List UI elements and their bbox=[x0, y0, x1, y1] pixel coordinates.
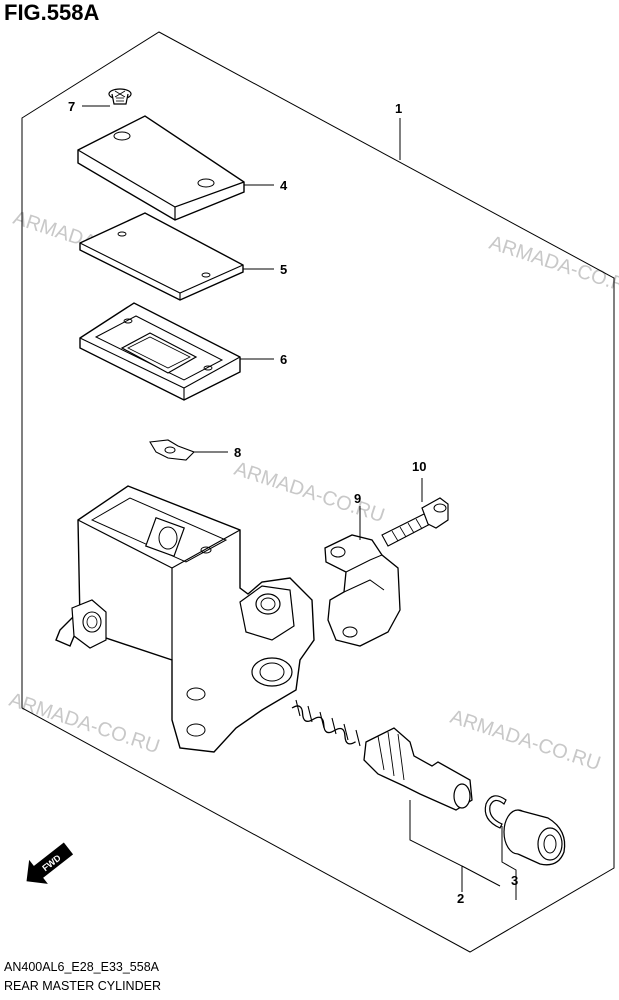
diaphragm-plate-part bbox=[79, 212, 244, 301]
leader-lines bbox=[82, 105, 423, 540]
forward-direction-arrow: FWD bbox=[26, 842, 74, 884]
spring-part bbox=[291, 699, 361, 747]
callout-label-7: 7 bbox=[68, 99, 75, 114]
circlip-part bbox=[484, 795, 507, 829]
watermark-text: ARMADA-CO.RU bbox=[6, 689, 162, 758]
clip-part bbox=[149, 439, 195, 461]
watermarks: ARMADA-CO.RU ARMADA-CO.RU ARMADA-CO.RU A… bbox=[6, 207, 619, 775]
assembly-outline bbox=[21, 31, 615, 953]
callout-label-5: 5 bbox=[280, 262, 287, 277]
screw-part bbox=[108, 88, 132, 105]
callout-numbers: 1 2 3 4 5 6 7 8 9 10 bbox=[68, 99, 518, 906]
dust-boot-part bbox=[503, 809, 566, 866]
clamp-holder-part bbox=[324, 534, 401, 647]
reservoir-cap-part bbox=[77, 115, 245, 221]
model-code: AN400AL6_E28_E33_558A bbox=[4, 960, 159, 974]
callout-label-10: 10 bbox=[412, 459, 426, 474]
callout-label-4: 4 bbox=[280, 178, 288, 193]
callout-label-6: 6 bbox=[280, 352, 287, 367]
callout-bracket-3 bbox=[501, 826, 517, 900]
diaphragm-part bbox=[79, 302, 241, 401]
figure-title: FIG.558A bbox=[4, 0, 100, 25]
assembly-name: REAR MASTER CYLINDER bbox=[4, 979, 161, 993]
callout-label-1: 1 bbox=[395, 101, 402, 116]
master-cylinder-body bbox=[55, 485, 315, 753]
callout-label-8: 8 bbox=[234, 445, 241, 460]
callout-label-9: 9 bbox=[354, 491, 361, 506]
watermark-text: ARMADA-CO.RU bbox=[447, 706, 603, 775]
bolt-part bbox=[381, 497, 449, 547]
callout-bracket-2 bbox=[409, 800, 501, 892]
piston-part bbox=[363, 727, 473, 811]
callout-label-2: 2 bbox=[457, 891, 464, 906]
watermark-text: ARMADA-CO.RU bbox=[486, 232, 619, 301]
callout-label-3: 3 bbox=[511, 873, 518, 888]
watermark-text: ARMADA-CO.RU bbox=[231, 458, 387, 527]
